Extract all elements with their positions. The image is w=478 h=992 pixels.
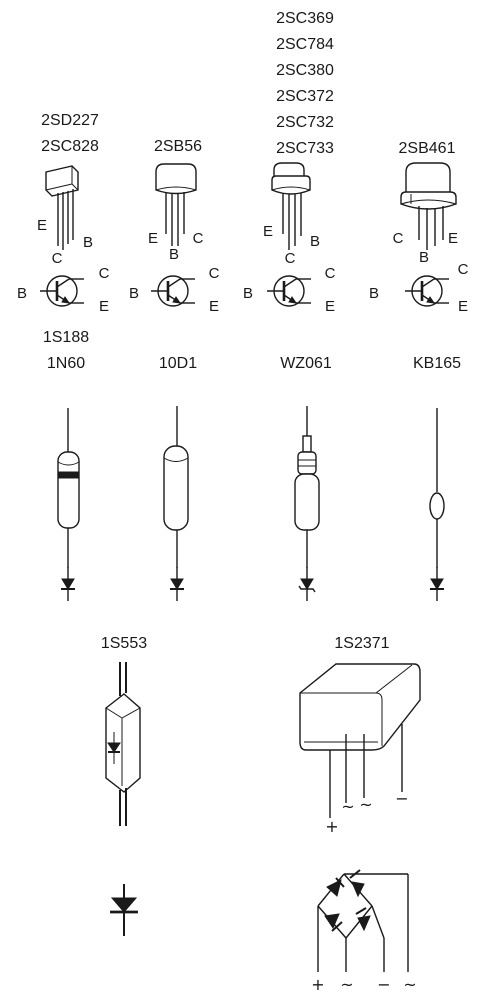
- to5-package-drawing: [400, 162, 457, 250]
- pin-label: E: [209, 298, 219, 315]
- part-number: 2SC733: [276, 140, 334, 157]
- npn-transistor-symbol: [149, 274, 197, 308]
- terminal-label: ~: [359, 795, 372, 814]
- diode-symbol: [169, 566, 185, 602]
- part-number: 2SD227: [41, 112, 99, 129]
- part-number: 2SC372: [276, 88, 334, 105]
- pin-label: C: [99, 265, 110, 282]
- transistor-2sc369-group: 2SC369 2SC784 2SC380 2SC372 2SC732 2SC73…: [243, 10, 336, 315]
- pin-label: B: [243, 285, 253, 302]
- zener-symbol: [298, 567, 316, 601]
- pin-label: B: [129, 285, 139, 302]
- diode-kb165: KB165: [413, 355, 461, 602]
- pin-label: C: [458, 261, 469, 278]
- diode-symbol: [429, 566, 445, 602]
- diode-symbol: [110, 884, 138, 936]
- part-number: 2SC784: [276, 36, 334, 53]
- pin-label: C: [325, 265, 336, 282]
- small-signal-diode-drawing: [429, 408, 445, 568]
- diode-package-drawing: [105, 662, 141, 826]
- to18-package-drawing: [155, 163, 197, 246]
- zener-diode-drawing: [294, 406, 320, 568]
- diode-symbol: [60, 566, 76, 602]
- bridge-rectifier-1s2371: 1S2371 + ~ ~ −: [299, 635, 421, 992]
- transistor-2sd227: 2SD227 2SC828 E C B B C E: [17, 112, 110, 315]
- pin-label: C: [285, 250, 296, 267]
- pin-label: B: [169, 246, 179, 263]
- diode-1s553: 1S553: [101, 635, 147, 936]
- part-number: 1N60: [47, 355, 85, 372]
- part-number: 2SC380: [276, 62, 334, 79]
- pin-label: C: [52, 250, 63, 267]
- pin-label: C: [209, 265, 220, 282]
- pin-label: B: [310, 233, 320, 250]
- npn-transistor-symbol: [38, 274, 86, 308]
- pin-label: B: [83, 234, 93, 251]
- part-number: 2SC828: [41, 138, 99, 155]
- terminal-label: ~: [340, 975, 353, 992]
- pin-label: E: [458, 298, 468, 315]
- diode-10d1: 10D1: [159, 355, 197, 602]
- terminal-label: −: [377, 975, 390, 992]
- to92-package-drawing: [45, 165, 79, 250]
- pin-label: E: [325, 298, 335, 315]
- bridge-package-drawing: [299, 663, 421, 818]
- part-number: 1S2371: [334, 635, 389, 652]
- bridge-rectifier-symbol: [317, 869, 409, 972]
- transistor-2sb461: 2SB461 C B E B C E: [369, 140, 469, 315]
- pin-label: B: [419, 249, 429, 266]
- pin-label: C: [193, 230, 204, 247]
- rectifier-diode-drawing: [163, 406, 189, 568]
- pin-label: E: [99, 298, 109, 315]
- pin-label: E: [37, 217, 47, 234]
- part-number: 2SC732: [276, 114, 334, 131]
- glass-diode-drawing: [57, 408, 80, 568]
- pin-label: B: [17, 285, 27, 302]
- to92-package-drawing: [271, 162, 311, 250]
- part-number: 10D1: [159, 355, 197, 372]
- part-number: WZ061: [280, 355, 332, 372]
- pin-label: B: [369, 285, 379, 302]
- transistor-2sb56: 2SB56 E B C B C E: [129, 138, 220, 315]
- terminal-label: ~: [403, 975, 416, 992]
- npn-transistor-symbol: [265, 274, 313, 308]
- part-number: 2SB461: [399, 140, 456, 157]
- part-number: 2SC369: [276, 10, 334, 27]
- pin-label: E: [448, 230, 458, 247]
- pin-label: C: [393, 230, 404, 247]
- pin-label: E: [263, 223, 273, 240]
- part-number: KB165: [413, 355, 461, 372]
- terminal-label: −: [395, 789, 408, 808]
- terminal-label: +: [311, 975, 324, 992]
- part-number: 2SB56: [154, 138, 202, 155]
- pin-label: E: [148, 230, 158, 247]
- diode-wz061: WZ061: [280, 355, 332, 601]
- npn-transistor-symbol: [403, 274, 451, 308]
- part-number: 1S553: [101, 635, 147, 652]
- terminal-label: ~: [341, 797, 354, 816]
- diode-1s188: 1S188 1N60: [43, 329, 89, 602]
- terminal-label: +: [325, 817, 338, 836]
- part-number: 1S188: [43, 329, 89, 346]
